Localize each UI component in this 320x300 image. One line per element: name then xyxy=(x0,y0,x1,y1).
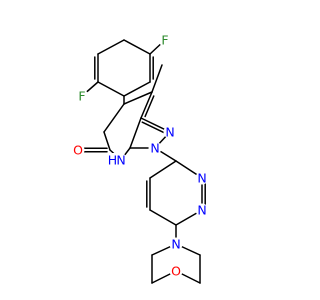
amide-hydrogen-label: H xyxy=(108,153,117,168)
pyridazine-n1-mask xyxy=(195,203,209,217)
double-bond-inner xyxy=(141,121,167,135)
amide-nh-mask xyxy=(114,153,128,167)
single-bond xyxy=(123,91,153,105)
morpholine-oxygen-label: O xyxy=(171,264,181,279)
pyrazole-n2-mask xyxy=(163,125,177,139)
single-bond xyxy=(149,209,177,226)
pyridazine-n2-mask xyxy=(195,171,209,185)
single-bond xyxy=(103,103,125,133)
single-bond xyxy=(149,160,177,179)
single-bond xyxy=(123,81,151,97)
double-bond xyxy=(140,91,153,119)
pyridazine-n1-label: N xyxy=(197,203,206,218)
fluorine-upper-mask xyxy=(158,33,172,47)
morpholine-nitrogen-label: N xyxy=(171,237,180,252)
single-bond xyxy=(97,39,125,55)
single-bond xyxy=(129,117,142,149)
morpholine-oxygen-mask xyxy=(169,264,183,278)
fluorine-lower-mask xyxy=(75,89,89,103)
double-bond-inner xyxy=(144,95,155,118)
morpholine-nitrogen-mask xyxy=(169,237,183,251)
fluorine-upper-label: F xyxy=(161,33,168,48)
single-bond xyxy=(123,39,151,55)
pyrazole-n2-label: N xyxy=(165,125,174,140)
amide-nh-label: N xyxy=(116,153,125,168)
single-bond xyxy=(151,64,163,93)
carbonyl-oxygen-mask xyxy=(71,143,85,157)
carbonyl-oxygen-label: O xyxy=(73,143,83,158)
pyrazole-n1-mask xyxy=(148,141,162,155)
pyrazole-n1-label: N xyxy=(150,141,159,156)
pyridazine-n2-label: N xyxy=(197,171,206,186)
single-bond xyxy=(103,131,111,151)
bond-layer xyxy=(80,39,206,284)
fluorine-lower-label: F xyxy=(78,89,85,104)
single-bond xyxy=(97,81,125,97)
amide-h-mask xyxy=(108,153,117,166)
